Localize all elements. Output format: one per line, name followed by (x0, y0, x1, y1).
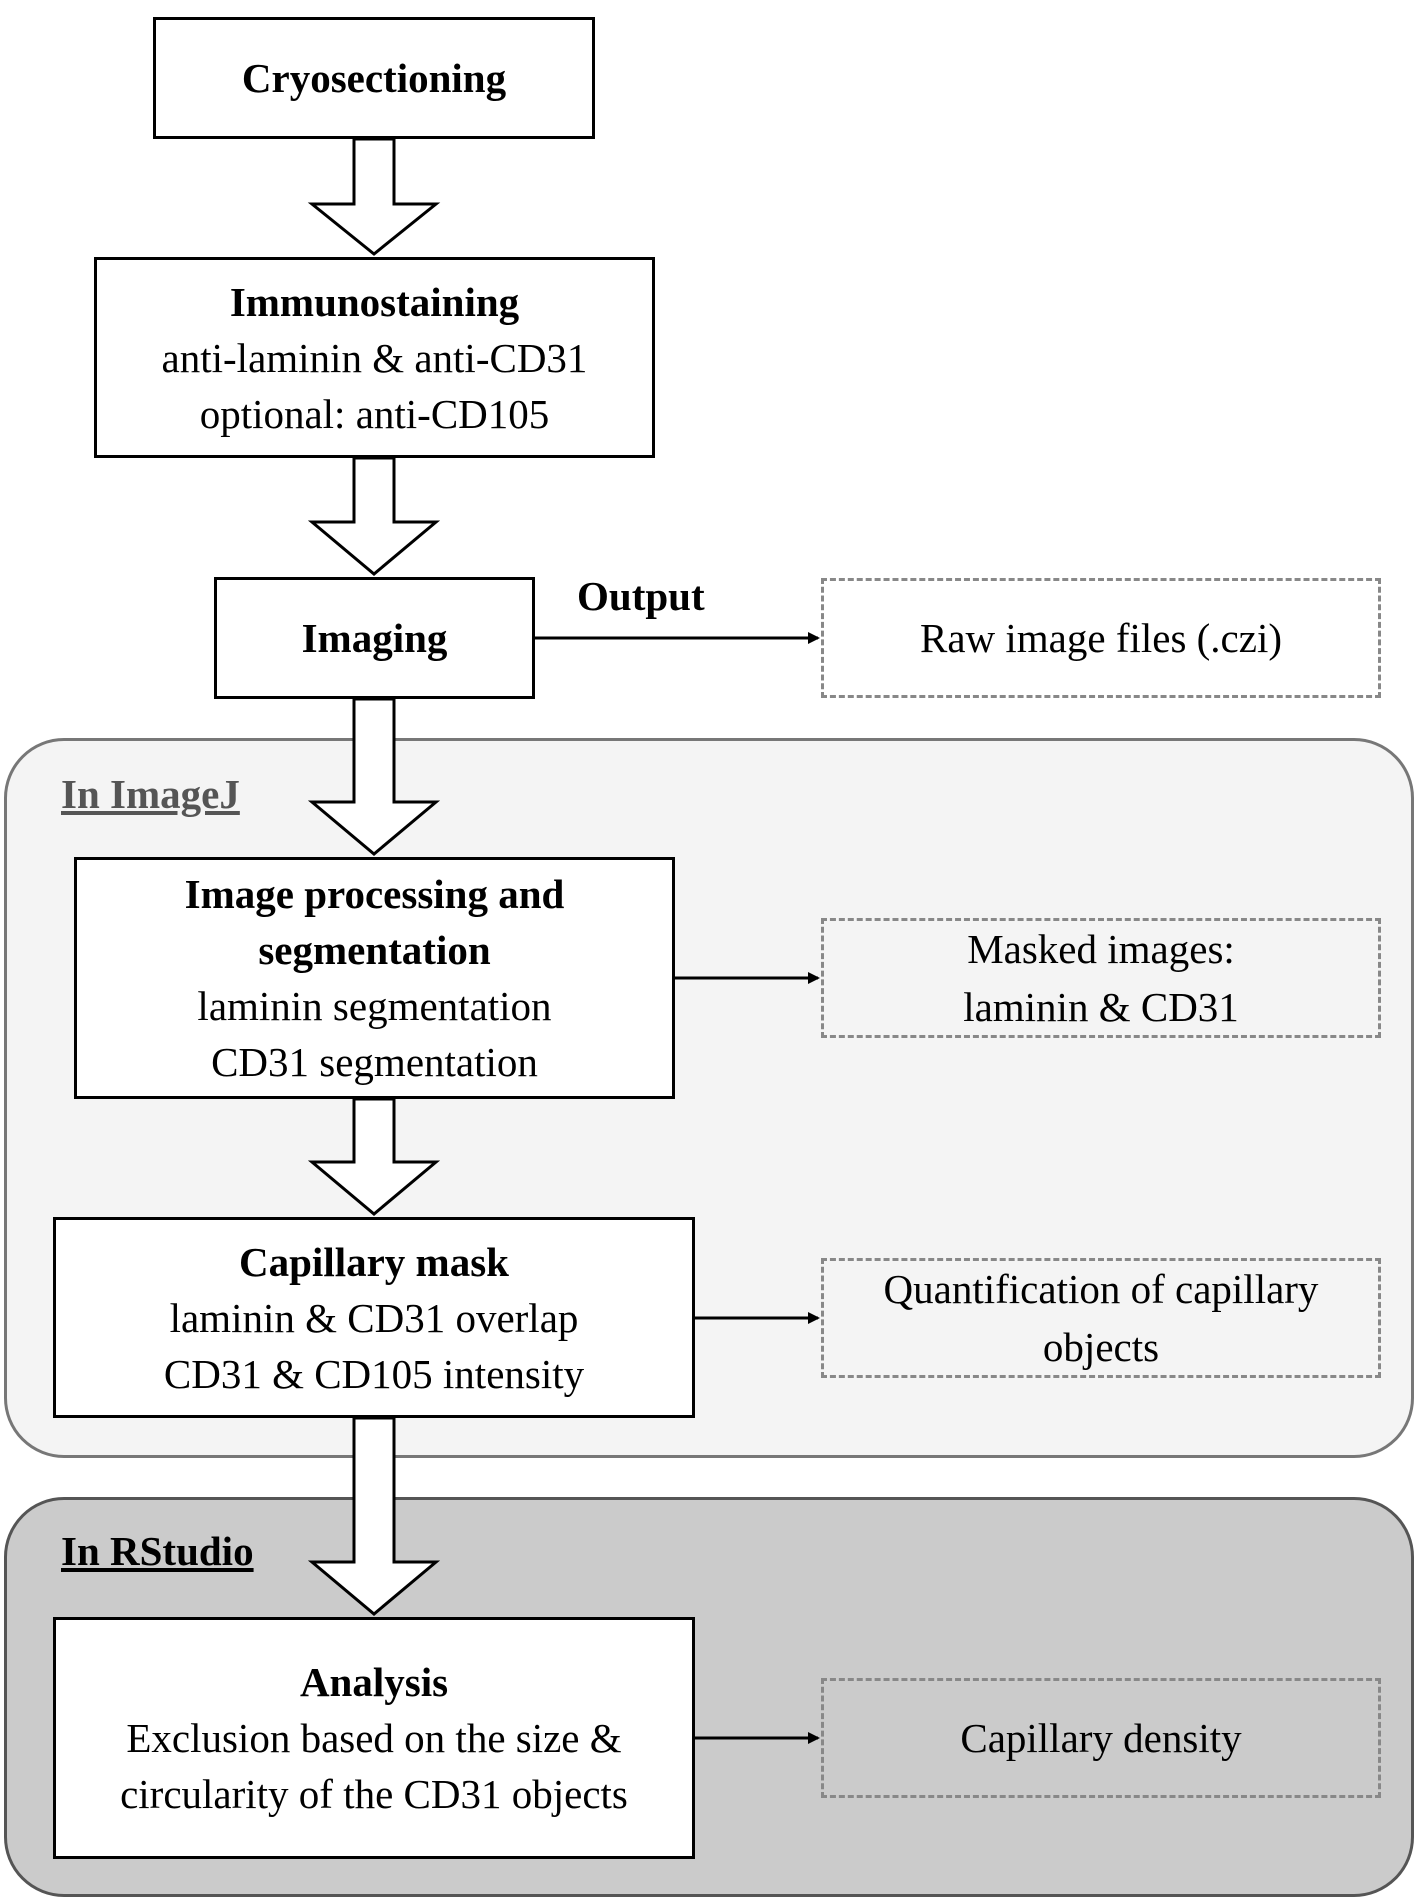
output-label: Output (577, 573, 705, 619)
analysis-title: Analysis (299, 1659, 449, 1705)
imaging-step: Imaging (214, 577, 535, 699)
raw-image-files-text: Raw image files (.czi) (919, 615, 1282, 661)
quantification-line-1: Quantification of capillary (883, 1266, 1319, 1312)
analysis-line-1: Exclusion based on the size & (126, 1715, 622, 1761)
capillary-density-text: Capillary density (960, 1715, 1242, 1761)
cryosectioning-title: Cryosectioning (241, 55, 507, 101)
capillary-mask-title: Capillary mask (239, 1238, 509, 1285)
down-arrow-3 (307, 697, 441, 856)
analysis-line-2: circularity of the CD31 objects (120, 1771, 628, 1817)
image-processing-line-1: laminin segmentation (197, 983, 552, 1029)
image-processing-step: Image processing and segmentation lamini… (74, 857, 675, 1099)
immunostaining-line-2: optional: anti-CD105 (199, 390, 550, 437)
down-arrow-5 (307, 1416, 441, 1616)
cryosectioning-step: Cryosectioning (153, 17, 595, 139)
capillary-mask-step: Capillary mask laminin & CD31 overlap CD… (53, 1217, 695, 1418)
down-arrow-4 (307, 1097, 441, 1216)
analysis-step: Analysis Exclusion based on the size & c… (53, 1617, 695, 1859)
raw-image-files-output: Raw image files (.czi) (821, 578, 1381, 698)
immunostaining-step: Immunostaining anti-laminin & anti-CD31 … (94, 257, 655, 458)
immunostaining-title: Immunostaining (229, 278, 520, 325)
down-arrow-1 (307, 137, 441, 256)
capillary-mask-line-1: laminin & CD31 overlap (169, 1294, 579, 1341)
imaging-title: Imaging (301, 615, 448, 661)
masked-images-line-2: laminin & CD31 (963, 984, 1239, 1030)
down-arrow-2 (307, 456, 441, 576)
masked-images-line-1: Masked images: (967, 926, 1235, 972)
image-processing-title-1: Image processing and (184, 871, 565, 917)
quantification-line-2: objects (1042, 1324, 1160, 1370)
immunostaining-line-1: anti-laminin & anti-CD31 (161, 334, 588, 381)
imagej-region-label: In ImageJ (61, 771, 240, 817)
image-processing-title-2: segmentation (258, 927, 491, 973)
rstudio-region-label: In RStudio (61, 1528, 254, 1574)
masked-images-output: Masked images: laminin & CD31 (821, 918, 1381, 1038)
image-processing-line-2: CD31 segmentation (211, 1039, 538, 1085)
capillary-mask-line-2: CD31 & CD105 intensity (163, 1350, 585, 1397)
capillary-density-output: Capillary density (821, 1678, 1381, 1798)
quantification-output: Quantification of capillary objects (821, 1258, 1381, 1378)
